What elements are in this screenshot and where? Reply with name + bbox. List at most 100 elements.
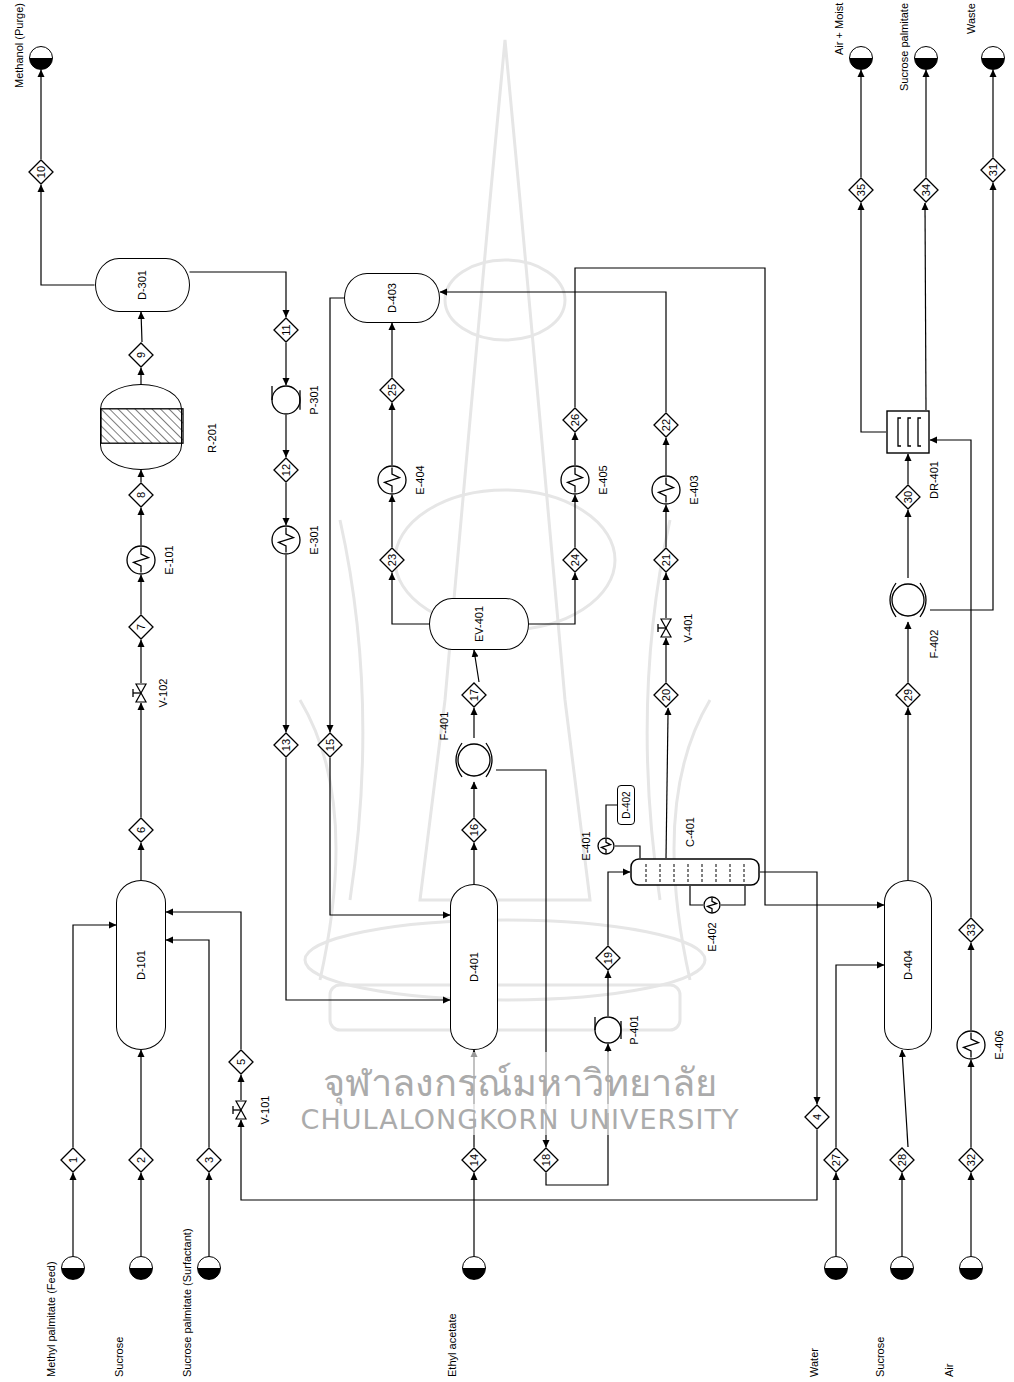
stream-number: 28 xyxy=(896,1154,908,1166)
equipment-label: F-402 xyxy=(928,630,940,659)
stream-line xyxy=(861,203,886,432)
stream-line xyxy=(615,846,640,858)
equipment-label: DR-401 xyxy=(928,461,940,499)
stream-number: 27 xyxy=(830,1154,842,1166)
terminal: Sucrose xyxy=(890,1256,914,1280)
stream-number: 6 xyxy=(135,827,147,833)
equipment-label: D-301 xyxy=(136,270,148,300)
vessel: D-101 xyxy=(116,880,166,1050)
equipment-label: D-101 xyxy=(135,950,147,980)
stream-number-diamond: 2 xyxy=(128,1147,154,1173)
stream-number: 32 xyxy=(965,1154,977,1166)
equipment-label: D-401 xyxy=(468,952,480,982)
terminal-label: Sucrose xyxy=(113,1337,125,1377)
terminal-label: Ethyl acetate xyxy=(446,1313,458,1377)
filter-symbol: F-402 xyxy=(886,578,930,622)
stream-number: 15 xyxy=(324,739,336,751)
stream-number-diamond: 31 xyxy=(980,157,1006,183)
stream-line xyxy=(141,312,142,342)
stream-line xyxy=(473,1173,474,1256)
stream-number-diamond: 35 xyxy=(848,177,874,203)
vessel: D-401 xyxy=(450,884,498,1050)
stream-number: 31 xyxy=(987,164,999,176)
stream-line xyxy=(666,708,668,858)
equipment-label: E-402 xyxy=(706,922,718,951)
equipment-label: D-404 xyxy=(902,950,914,980)
equipment-outline xyxy=(657,618,675,638)
equipment-label: E-403 xyxy=(688,475,700,504)
stream-line xyxy=(608,872,630,945)
stream-number: 23 xyxy=(386,554,398,566)
stream-line xyxy=(574,433,575,465)
terminal: Waste xyxy=(981,46,1005,70)
stream-number: 3 xyxy=(203,1157,215,1163)
equipment-label: E-101 xyxy=(163,545,175,574)
valve-symbol: V-401 xyxy=(657,618,675,638)
stream-number-diamond: 24 xyxy=(562,547,588,573)
stream-line xyxy=(40,70,41,159)
stream-line xyxy=(473,708,474,738)
terminal-label: Sucrose palmitate xyxy=(898,3,910,91)
equipment-outline xyxy=(956,1030,986,1060)
stream-line xyxy=(607,971,608,1016)
stream-number: 5 xyxy=(235,1059,247,1065)
stream-line xyxy=(391,495,392,547)
equipment-label: D-402 xyxy=(621,791,632,818)
equipment-outline xyxy=(132,683,150,703)
stream-number: 16 xyxy=(468,824,480,836)
terminal: Sucrose palmitate (Surfactant) xyxy=(197,1256,221,1280)
stream-number-diamond: 11 xyxy=(273,317,299,343)
stream-line xyxy=(606,805,617,837)
terminal: Methyl palmitate (Feed) xyxy=(61,1256,85,1280)
stream-line xyxy=(140,575,141,614)
stream-line xyxy=(286,758,450,1000)
valve-symbol: V-102 xyxy=(132,683,150,703)
stream-line xyxy=(836,965,884,1147)
heat-exchanger: E-402 xyxy=(703,896,721,914)
stream-line xyxy=(575,268,884,905)
terminal-label: Waste xyxy=(965,3,977,34)
stream-number: 4 xyxy=(811,1114,823,1120)
terminal: Air xyxy=(959,1256,983,1280)
stream-number-diamond: 32 xyxy=(958,1147,984,1173)
filter-symbol: F-401 xyxy=(452,738,496,782)
distillation-column: C-401 xyxy=(630,858,760,886)
stream-number: 10 xyxy=(35,166,47,178)
terminal-label: Methyl palmitate (Feed) xyxy=(45,1261,57,1377)
equipment-label: V-101 xyxy=(259,1096,271,1125)
pump-symbol: P-401 xyxy=(594,1016,622,1044)
stream-number: 30 xyxy=(902,491,914,503)
stream-line xyxy=(902,1050,908,1147)
stream-line xyxy=(901,1173,902,1256)
terminal: Ethyl acetate xyxy=(462,1256,486,1280)
stream-line xyxy=(925,70,926,177)
equipment-label: V-401 xyxy=(682,614,694,643)
terminal: Air + Moist xyxy=(849,46,873,70)
stream-line xyxy=(72,1173,73,1256)
heat-exchanger: E-404 xyxy=(377,465,407,495)
stream-line xyxy=(907,622,908,682)
terminal-label: Air xyxy=(943,1364,955,1377)
equipment-outline xyxy=(101,383,183,469)
heat-exchanger: E-403 xyxy=(651,475,681,505)
stream-line xyxy=(330,758,450,915)
pump-symbol: P-301 xyxy=(271,385,301,415)
stream-line xyxy=(473,782,474,817)
stream-line xyxy=(665,505,666,547)
equipment-outline xyxy=(703,896,721,914)
stream-number-diamond: 22 xyxy=(653,412,679,438)
stream-line xyxy=(473,843,474,884)
stream-number-diamond: 30 xyxy=(895,484,921,510)
stream-number-diamond: 33 xyxy=(958,917,984,943)
terminal-label: Air + Moist xyxy=(833,3,845,55)
stream-number: 21 xyxy=(660,554,672,566)
equipment-outline xyxy=(452,738,496,782)
stream-line xyxy=(285,555,286,732)
terminal: Methanol (Purge) xyxy=(29,46,53,70)
stream-line xyxy=(140,508,141,545)
stream-line xyxy=(391,403,392,465)
stream-line xyxy=(140,1173,141,1256)
equipment-outline xyxy=(886,578,930,622)
stream-line xyxy=(690,886,703,905)
